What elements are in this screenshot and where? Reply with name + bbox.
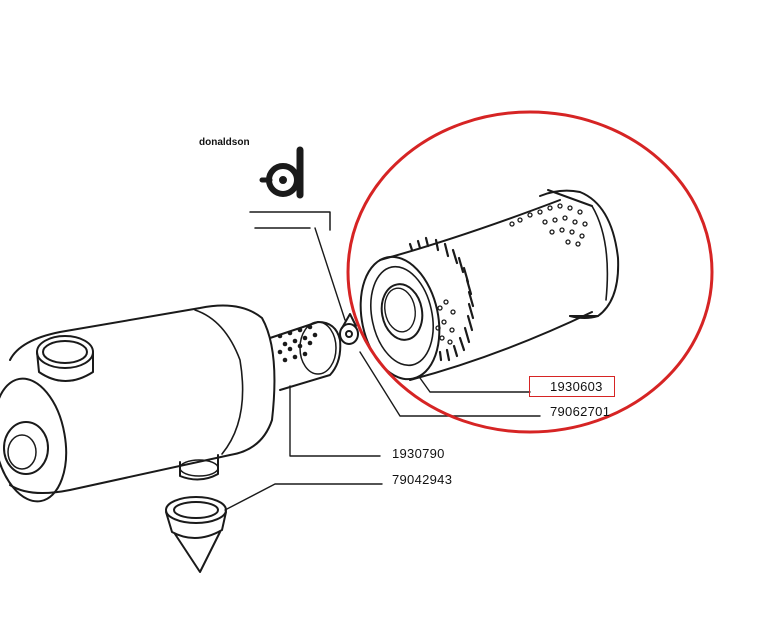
part-number-dust-valve: 79042943	[392, 472, 453, 487]
part-number-filter-housing: 1930790	[392, 446, 445, 461]
dust-valve	[165, 496, 227, 573]
filter-housing	[0, 304, 342, 503]
wing-nut	[339, 313, 359, 345]
highlight-box	[529, 376, 615, 397]
brand-name: donaldson	[199, 137, 250, 148]
donaldson-logo-icon	[259, 146, 304, 199]
filter-element	[359, 189, 620, 381]
highlight-circle	[346, 110, 714, 434]
part-number-wing-nut: 79062701	[550, 404, 611, 419]
part-number-filter-element: 1930603	[550, 379, 603, 394]
